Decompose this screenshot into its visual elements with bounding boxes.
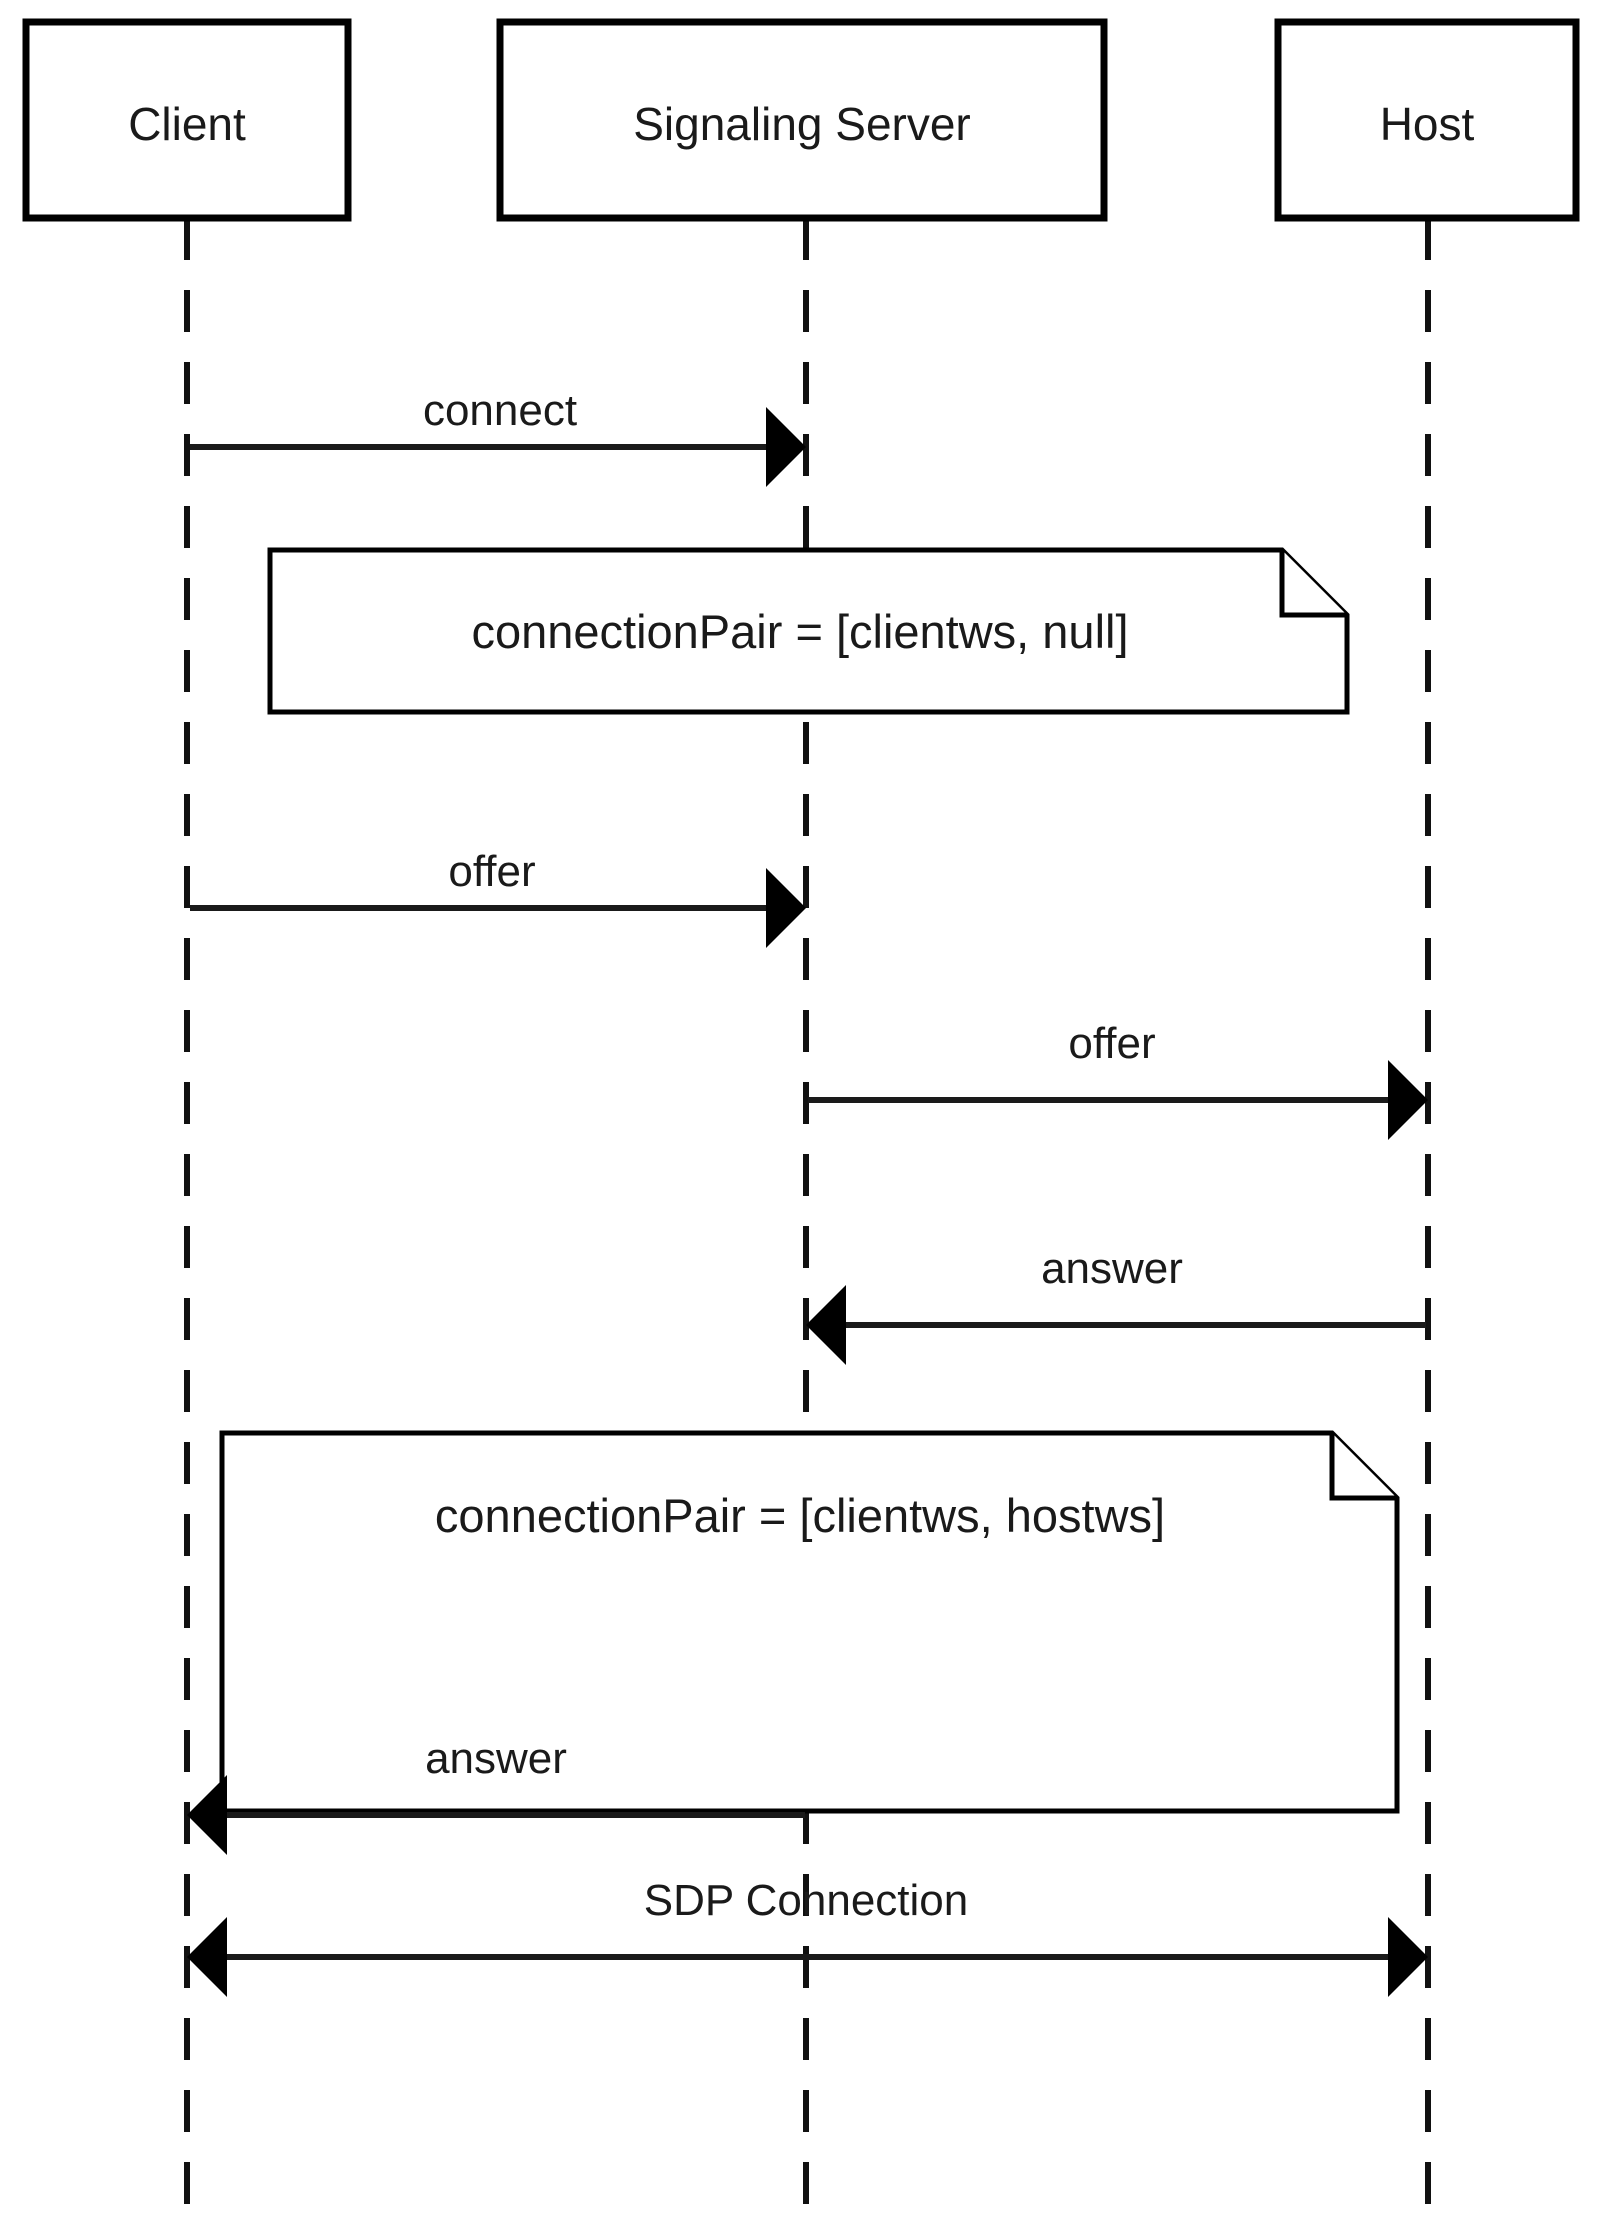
message-answer-server-to-client[interactable]: answer — [187, 1734, 805, 1855]
arrow-head-right-offer-host — [1388, 1060, 1428, 1140]
note-connection-pair-hostws[interactable]: connectionPair = [clientws, hostws] — [219, 1430, 1400, 1814]
participant-box-signaling-server[interactable] — [496, 18, 1108, 222]
message-connect[interactable]: connect — [190, 386, 806, 487]
message-offer-server-to-host[interactable]: offer — [808, 1019, 1428, 1140]
participant-box-client[interactable] — [22, 18, 352, 222]
participant-box-host[interactable] — [1274, 18, 1580, 222]
participant-host[interactable]: Host — [1274, 18, 1580, 222]
participant-client[interactable]: Client — [22, 18, 352, 222]
participant-label-host: Host — [1380, 98, 1475, 150]
note-fold-corner-1 — [1279, 550, 1347, 618]
message-label-offer-client-to-server: offer — [448, 847, 535, 896]
note-box-connection-pair-null[interactable] — [267, 547, 1350, 715]
participant-label-signaling-server: Signaling Server — [633, 98, 971, 150]
lifelines — [184, 218, 1431, 2218]
message-label-connect: connect — [423, 386, 577, 435]
note-connection-pair-null[interactable]: connectionPair = [clientws, null] — [267, 547, 1350, 715]
participant-signaling-server[interactable]: Signaling Server — [496, 18, 1108, 222]
message-label-answer-host-to-server: answer — [1041, 1244, 1183, 1293]
message-label-offer-server-to-host: offer — [1068, 1019, 1155, 1068]
message-answer-host-to-server[interactable]: answer — [806, 1244, 1426, 1365]
arrow-head-right-offer-client — [766, 868, 806, 948]
note-label-connection-pair-hostws: connectionPair = [clientws, hostws] — [435, 1489, 1165, 1542]
participant-label-client: Client — [128, 98, 246, 150]
note-label-connection-pair-null: connectionPair = [clientws, null] — [471, 605, 1128, 658]
message-offer-client-to-server[interactable]: offer — [190, 847, 806, 948]
arrow-head-right-sdp — [1388, 1917, 1428, 1997]
arrow-head-left-sdp — [187, 1917, 227, 1997]
note-box-connection-pair-hostws[interactable] — [219, 1430, 1400, 1814]
arrow-head-left-answer-server — [806, 1285, 846, 1365]
message-sdp-connection[interactable]: SDP Connection — [187, 1876, 1428, 1997]
arrow-head-left-answer-client — [187, 1775, 227, 1855]
message-label-sdp-connection: SDP Connection — [644, 1876, 969, 1925]
note-fold-corner-2 — [1329, 1433, 1397, 1501]
message-label-answer-server-to-client: answer — [425, 1734, 567, 1783]
arrow-head-right-connect — [766, 407, 806, 487]
